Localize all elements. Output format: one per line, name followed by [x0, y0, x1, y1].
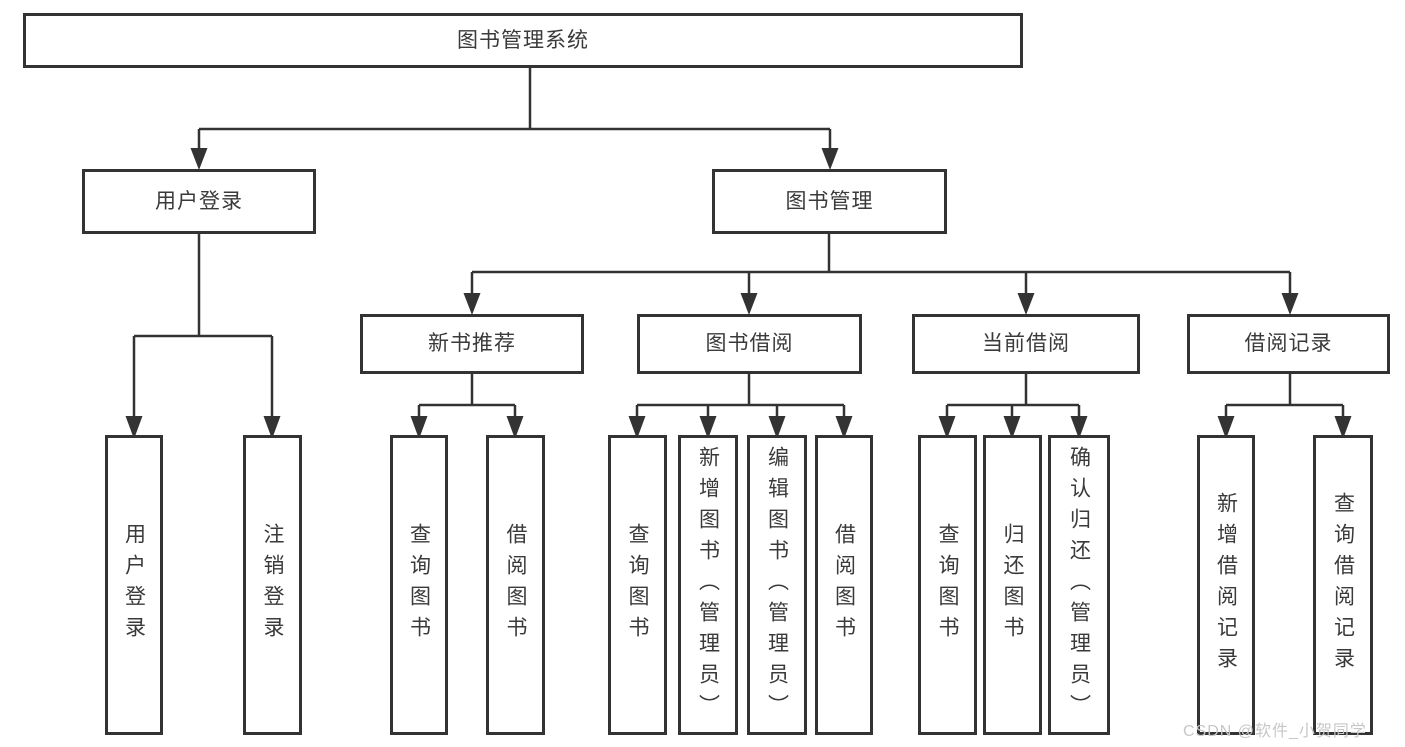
node-current-borrowing: 当前借阅 — [912, 314, 1140, 374]
leaf-cb-confirm-return-admin: 确认归还（管理员） — [1048, 435, 1110, 735]
leaf-bb-add-books-admin: 新增图书（管理员） — [678, 435, 738, 735]
leaf-br-add-record: 新增借阅记录 — [1197, 435, 1255, 735]
node-user-login: 用户登录 — [82, 169, 316, 234]
node-book-borrowing: 图书借阅 — [637, 314, 862, 374]
leaf-logout: 注销登录 — [243, 435, 302, 735]
leaf-bb-edit-books-admin: 编辑图书（管理员） — [747, 435, 807, 735]
leaf-bb-borrow-books: 借阅图书 — [815, 435, 873, 735]
leaf-bb-query-books: 查询图书 — [608, 435, 667, 735]
leaf-nbr-borrow-books: 借阅图书 — [486, 435, 545, 735]
csdn-watermark: CSDN @软件_小贺同学 — [1183, 723, 1367, 740]
leaf-nbr-query-books: 查询图书 — [390, 435, 448, 735]
node-book-management: 图书管理 — [712, 169, 947, 234]
node-borrowing-records: 借阅记录 — [1187, 314, 1390, 374]
leaf-cb-return-books: 归还图书 — [983, 435, 1042, 735]
leaf-cb-query-books: 查询图书 — [918, 435, 977, 735]
node-library-management-system: 图书管理系统 — [23, 13, 1023, 68]
node-new-book-recommend: 新书推荐 — [360, 314, 584, 374]
leaf-br-query-record: 查询借阅记录 — [1313, 435, 1373, 735]
leaf-user-login: 用户登录 — [105, 435, 163, 735]
arrowhead-icons — [125, 148, 1352, 439]
